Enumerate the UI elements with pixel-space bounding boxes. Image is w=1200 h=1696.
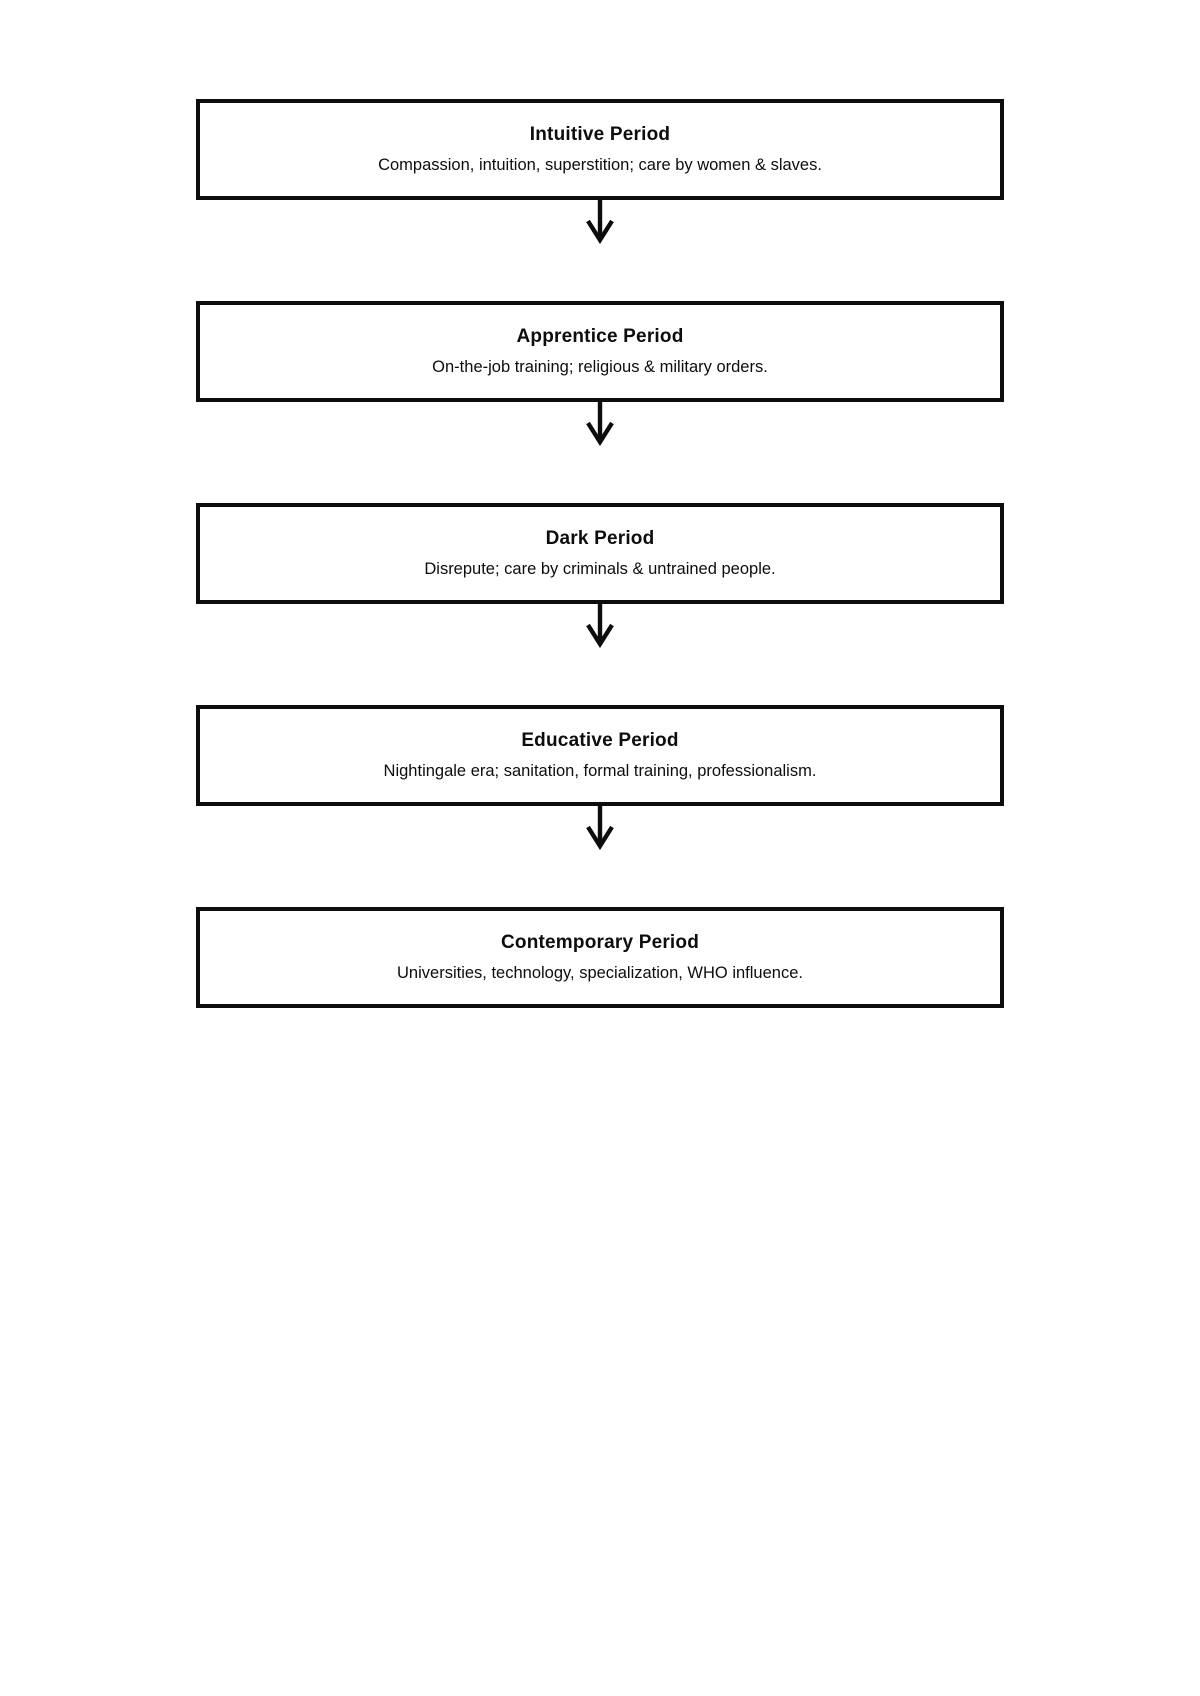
flow-step: Educative Period Nightingale era; sanita… (196, 705, 1004, 907)
arrow-cell (196, 604, 1004, 705)
period-box: Intuitive Period Compassion, intuition, … (196, 99, 1004, 200)
period-box: Contemporary Period Universities, techno… (196, 907, 1004, 1008)
flow-step: Apprentice Period On-the-job training; r… (196, 301, 1004, 503)
period-title: Apprentice Period (516, 326, 684, 348)
flow-step: Intuitive Period Compassion, intuition, … (196, 99, 1004, 301)
period-box: Apprentice Period On-the-job training; r… (196, 301, 1004, 402)
period-box: Dark Period Disrepute; care by criminals… (196, 503, 1004, 604)
down-arrow-icon (586, 402, 614, 446)
period-description: On-the-job training; religious & militar… (432, 358, 768, 377)
arrow-cell (196, 806, 1004, 907)
arrow-cell (196, 402, 1004, 503)
period-title: Dark Period (545, 528, 655, 550)
period-title: Educative Period (521, 730, 679, 752)
down-arrow-icon (586, 200, 614, 244)
flow-step: Dark Period Disrepute; care by criminals… (196, 503, 1004, 705)
down-arrow-icon (586, 604, 614, 648)
period-description: Disrepute; care by criminals & untrained… (424, 560, 776, 579)
period-description: Nightingale era; sanitation, formal trai… (383, 762, 817, 781)
period-title: Intuitive Period (529, 124, 671, 146)
period-title: Contemporary Period (500, 932, 700, 954)
period-description: Compassion, intuition, superstition; car… (378, 156, 822, 175)
period-box: Educative Period Nightingale era; sanita… (196, 705, 1004, 806)
arrow-cell (196, 200, 1004, 301)
flow: Intuitive Period Compassion, intuition, … (196, 99, 1004, 1008)
period-description: Universities, technology, specialization… (397, 964, 803, 983)
down-arrow-icon (586, 806, 614, 850)
flow-step: Contemporary Period Universities, techno… (196, 907, 1004, 1008)
